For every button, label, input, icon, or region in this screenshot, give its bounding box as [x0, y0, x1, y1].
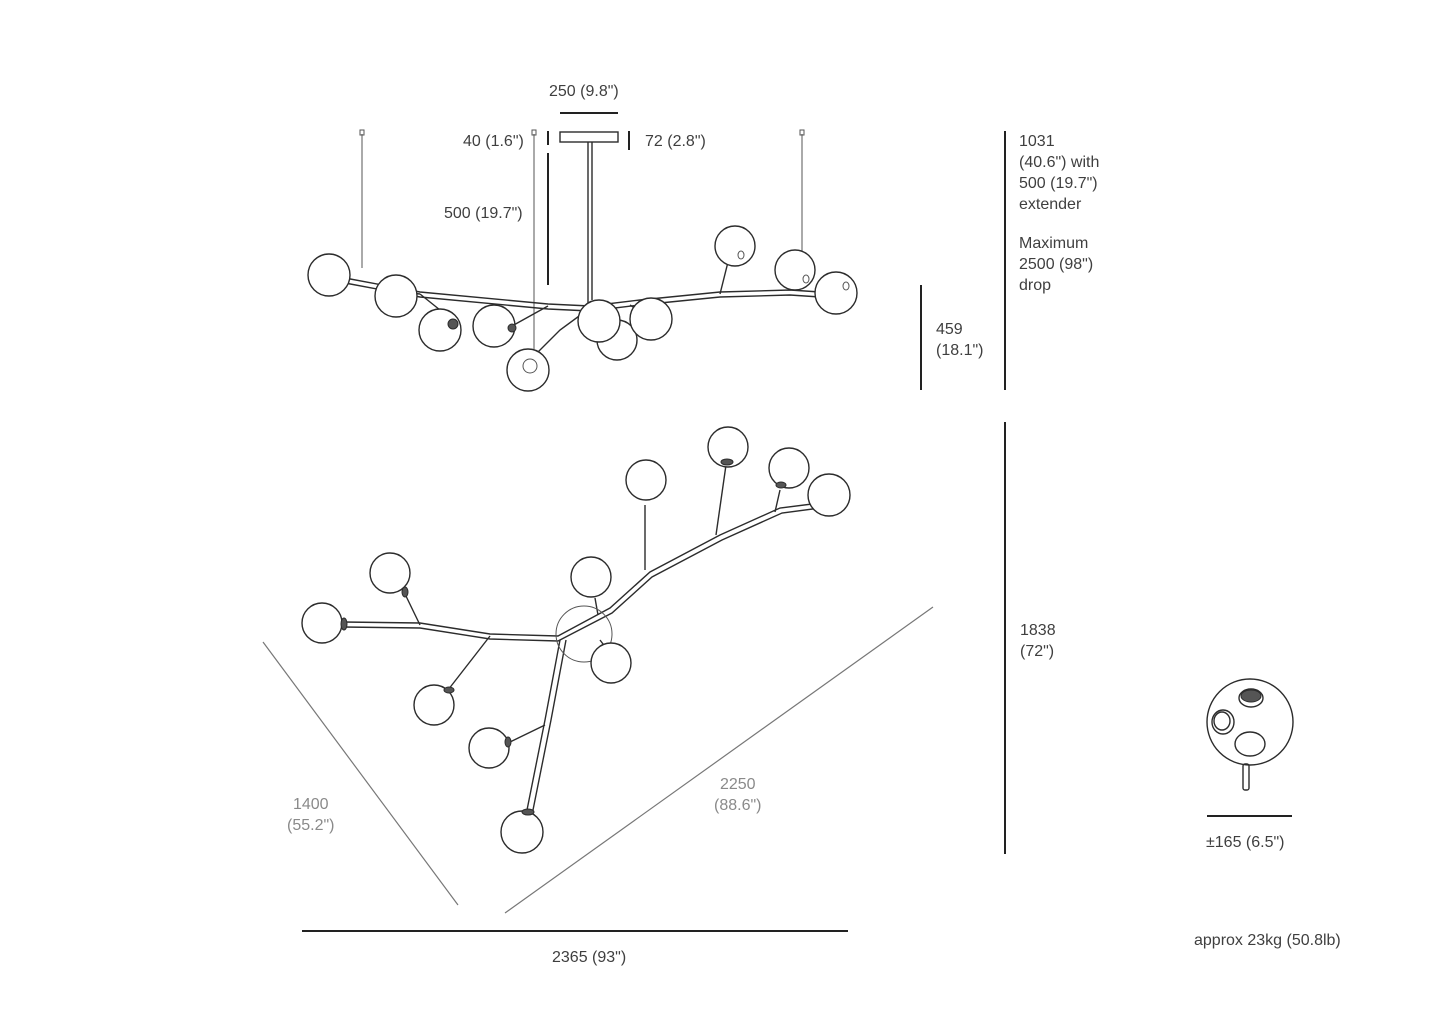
- globe-socket: [447, 318, 459, 330]
- label-body-height: 459 (18.1ʺ): [936, 321, 984, 359]
- plan-hub-globe: [555, 605, 613, 663]
- dim-line-diag-right: [504, 606, 934, 914]
- main-branch: [344, 277, 821, 307]
- label-extender: 500 (19.7ʺ): [444, 205, 523, 222]
- label-globe-diameter: ±165 (6.5ʺ): [1206, 834, 1285, 851]
- plan-globe-socket: [443, 686, 455, 694]
- label-canopy-height-right: 72 (2.8ʺ): [645, 133, 706, 150]
- globe: [374, 274, 418, 318]
- plan-arm: [715, 464, 727, 536]
- plan-main-branch-edge: [342, 507, 821, 642]
- plan-arm: [526, 639, 561, 811]
- canopy: [559, 131, 619, 143]
- plan-globe-socket: [340, 617, 348, 631]
- globe-opening: [802, 274, 810, 284]
- plan-main-branch: [342, 502, 821, 637]
- dim-line-diag-left: [262, 641, 459, 906]
- plan-arm: [594, 597, 599, 616]
- globe: [774, 249, 816, 291]
- detail-stem: [1242, 763, 1250, 791]
- detail-opening: [1238, 688, 1264, 708]
- globe: [814, 271, 858, 315]
- plan-globe: [468, 727, 510, 769]
- globe: [418, 308, 462, 352]
- plan-globe-socket: [521, 808, 535, 816]
- globe-socket: [522, 358, 538, 374]
- label-weight: approx 23kg (50.8lb): [1194, 932, 1341, 949]
- plan-globe: [369, 552, 411, 594]
- detail-opening-inner: [1240, 689, 1262, 703]
- wire-clip: [799, 129, 805, 136]
- label-diag-right: 2250 (88.6ʺ): [714, 776, 762, 814]
- plan-globe: [413, 684, 455, 726]
- globe-opening: [842, 281, 850, 291]
- plan-globe-socket: [401, 586, 409, 598]
- branch-arm: [511, 305, 549, 327]
- globe-opening: [737, 250, 745, 260]
- label-max-drop: Maximum 2500 (98ʺ) drop: [1019, 235, 1094, 294]
- plan-globe-socket: [775, 481, 787, 489]
- globe: [629, 297, 673, 341]
- label-canopy-height-left: 40 (1.6ʺ): [463, 133, 524, 150]
- wire-clip: [531, 129, 537, 136]
- branch-arm: [719, 261, 729, 295]
- plan-arm: [447, 635, 491, 691]
- detail-opening: [1234, 731, 1266, 757]
- plan-arm: [404, 593, 421, 626]
- front-elevation: [307, 112, 1006, 392]
- plan-globe: [570, 556, 612, 598]
- label-total-height: 1031 (40.6ʺ) with 500 (19.7ʺ) extender: [1019, 133, 1100, 213]
- plan-arm: [774, 489, 781, 513]
- globe: [307, 253, 351, 297]
- label-diag-left: 1400 (55.2ʺ): [287, 796, 335, 834]
- plan-globe-socket: [504, 736, 512, 748]
- label-depth: 1838 (72ʺ): [1020, 622, 1056, 660]
- plan-globe: [768, 447, 810, 489]
- label-canopy-width: 250 (9.8ʺ): [549, 83, 619, 100]
- wire-clip: [359, 129, 365, 136]
- detail-opening-inner: [1213, 711, 1231, 731]
- label-width: 2365 (93ʺ): [552, 949, 627, 966]
- plan-globe: [590, 642, 632, 684]
- globe-detail: [1206, 678, 1294, 817]
- globe: [577, 299, 621, 343]
- plan-arm: [509, 724, 546, 743]
- globe-socket: [507, 323, 517, 333]
- plan-globe-socket: [720, 458, 734, 466]
- plan-arm: [532, 639, 567, 811]
- plan-view: [262, 422, 1006, 932]
- plan-globe: [500, 810, 544, 854]
- plan-globe: [807, 473, 851, 517]
- detail-globe: [1206, 678, 1294, 766]
- globe: [714, 225, 756, 267]
- plan-globe: [625, 459, 667, 501]
- plan-globe: [301, 602, 343, 644]
- globe: [506, 348, 550, 392]
- plan-globe: [707, 426, 749, 468]
- detail-opening: [1211, 709, 1235, 735]
